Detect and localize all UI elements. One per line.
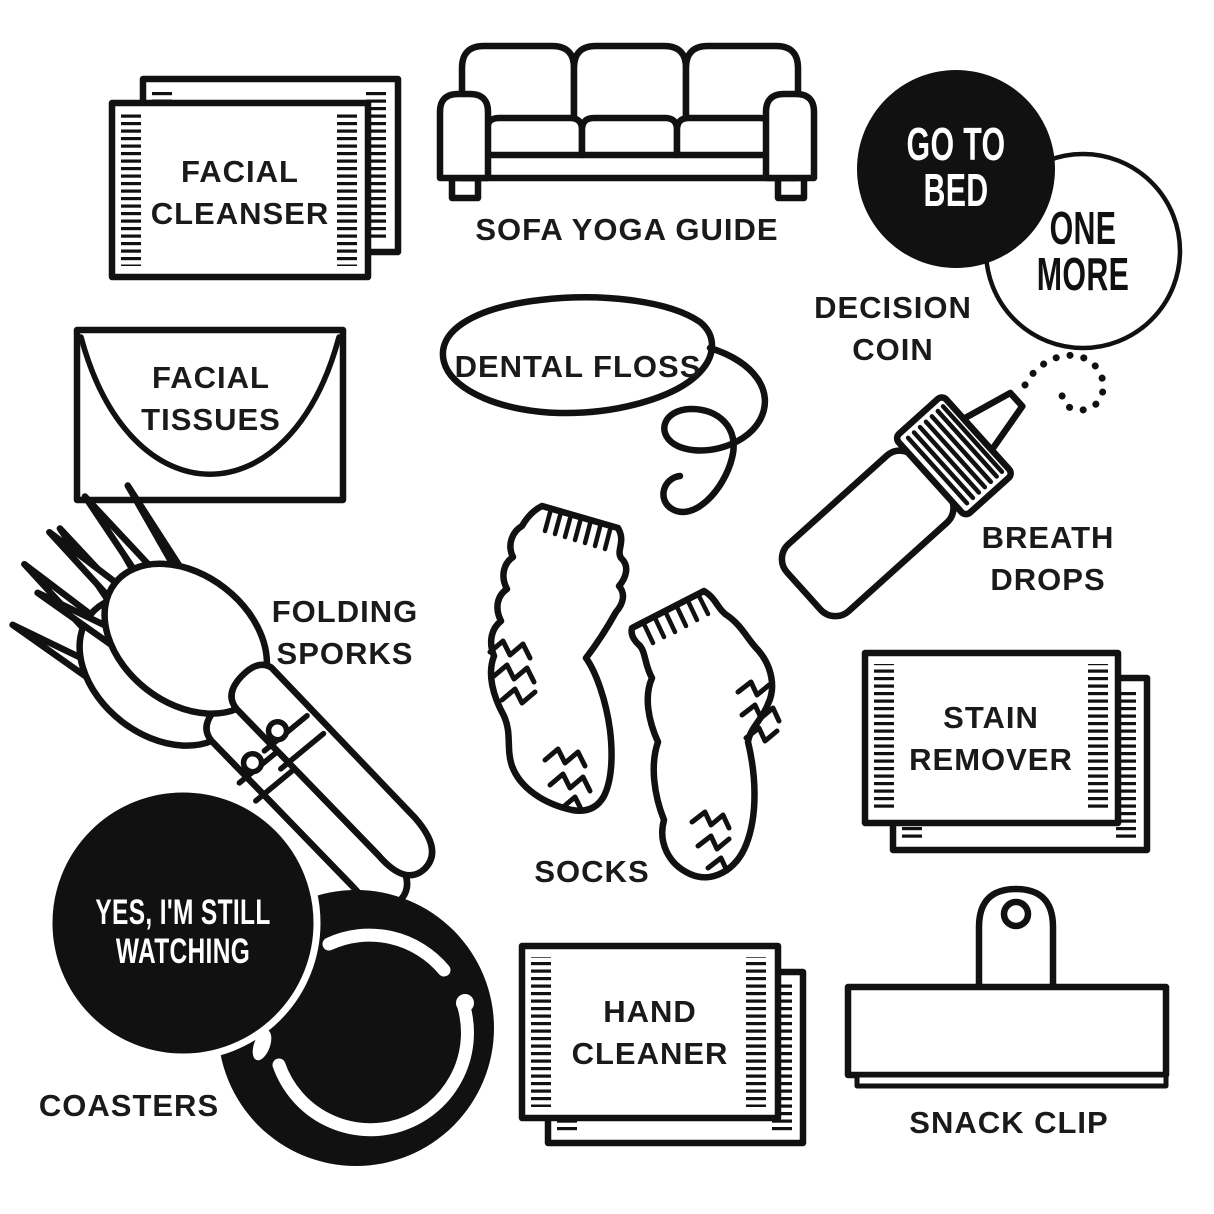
facial-tissues-illustration: FACIAL TISSUES [73, 326, 347, 504]
facial-cleanser-label: FACIAL [181, 154, 299, 189]
sock-left [487, 502, 630, 814]
sofa-illustration: SOFA YOGA GUIDE [436, 42, 818, 247]
stain-remover-label: REMOVER [909, 742, 1073, 777]
crimp-edge-icon [874, 664, 894, 812]
stain-remover-illustration: STAIN REMOVER [861, 649, 1151, 854]
coin-text-more: MORE [1037, 250, 1129, 301]
coin-text-bed: BED [923, 166, 988, 217]
decision-coin-illustration: GO TO BED ONE MORE DECISION COIN [814, 70, 1183, 367]
clip-jaw-strip [854, 1072, 1169, 1089]
floss-strand [660, 344, 769, 516]
hand-cleaner-label: CLEANER [572, 1036, 729, 1071]
sofa-seat-cushion [483, 114, 586, 159]
snack-clip-illustration: SNACK CLIP [844, 885, 1170, 1140]
breath-drops-illustration: BREATH DROPS [778, 351, 1115, 620]
coasters-illustration: YES, I'M STILL WATCHING COASTERS [39, 785, 494, 1166]
coin-text-one: ONE [1050, 204, 1117, 255]
crimp-edge-icon [121, 114, 141, 266]
sock-grip-treads-icon [487, 638, 593, 814]
hand-cleaner-label: HAND [603, 994, 697, 1029]
sock-grip-treads-icon [689, 679, 782, 874]
clip-tab [975, 885, 1057, 1004]
breath-drops-label: DROPS [990, 562, 1105, 597]
folding-sporks-label: SPORKS [277, 636, 414, 671]
breath-drops-label: BREATH [982, 520, 1115, 555]
sock-cuff-ribbing-icon [542, 506, 614, 552]
drop-spray-dots-icon [1021, 351, 1107, 414]
crimp-edge-icon [1088, 664, 1108, 812]
hand-cleaner-front-packet [518, 942, 782, 1122]
clip-body [844, 983, 1170, 1079]
socks-illustration: SOCKS [487, 502, 782, 889]
facial-tissues-label: FACIAL [152, 360, 270, 395]
decision-coin-label: DECISION [814, 290, 972, 325]
facial-cleanser-front-packet [108, 99, 372, 281]
crimp-edge-icon [337, 114, 357, 266]
dropper-nozzle [960, 389, 1026, 454]
snack-clip-label: SNACK CLIP [909, 1105, 1108, 1140]
stain-remover-label: STAIN [943, 700, 1039, 735]
tissue-pack-opening-curve [78, 334, 342, 477]
dental-floss-label: DENTAL FLOSS [455, 349, 702, 384]
sock-right [628, 587, 776, 881]
facial-tissues-label: TISSUES [141, 402, 281, 437]
sofa-yoga-guide-label: SOFA YOGA GUIDE [475, 212, 778, 247]
dental-floss-illustration: DENTAL FLOSS [439, 294, 769, 516]
coin-text-go-to: GO TO [907, 120, 1006, 171]
facial-cleanser-label: CLEANSER [151, 196, 330, 231]
sofa-seat-cushion [673, 114, 776, 159]
hand-cleaner-illustration: HAND CLEANER [518, 942, 807, 1147]
crimp-edge-icon [746, 957, 766, 1107]
folding-sporks-illustration: FOLDING SPORKS [0, 465, 498, 924]
coasters-label: COASTERS [39, 1088, 219, 1123]
sofa-armrest [762, 90, 818, 182]
socks-label: SOCKS [534, 854, 649, 889]
sock-cuff-ribbing-icon [641, 593, 711, 646]
sofa-armrest [436, 90, 492, 182]
sofa-seat-cushion [578, 114, 681, 159]
coaster-front [45, 785, 321, 1061]
folding-sporks-label: FOLDING [272, 594, 419, 629]
clip-hang-hole [1000, 898, 1032, 930]
stain-remover-front-packet [861, 649, 1122, 827]
decision-coin-black-side [857, 70, 1055, 268]
coaster-message: YES, I'M STILL [95, 894, 270, 932]
crimp-edge-icon [531, 957, 551, 1107]
facial-cleanser-illustration: FACIAL CLEANSER [108, 75, 402, 281]
coaster-message: WATCHING [116, 933, 250, 971]
decision-coin-label: COIN [852, 332, 934, 367]
cap-ridges-icon [905, 404, 1005, 506]
